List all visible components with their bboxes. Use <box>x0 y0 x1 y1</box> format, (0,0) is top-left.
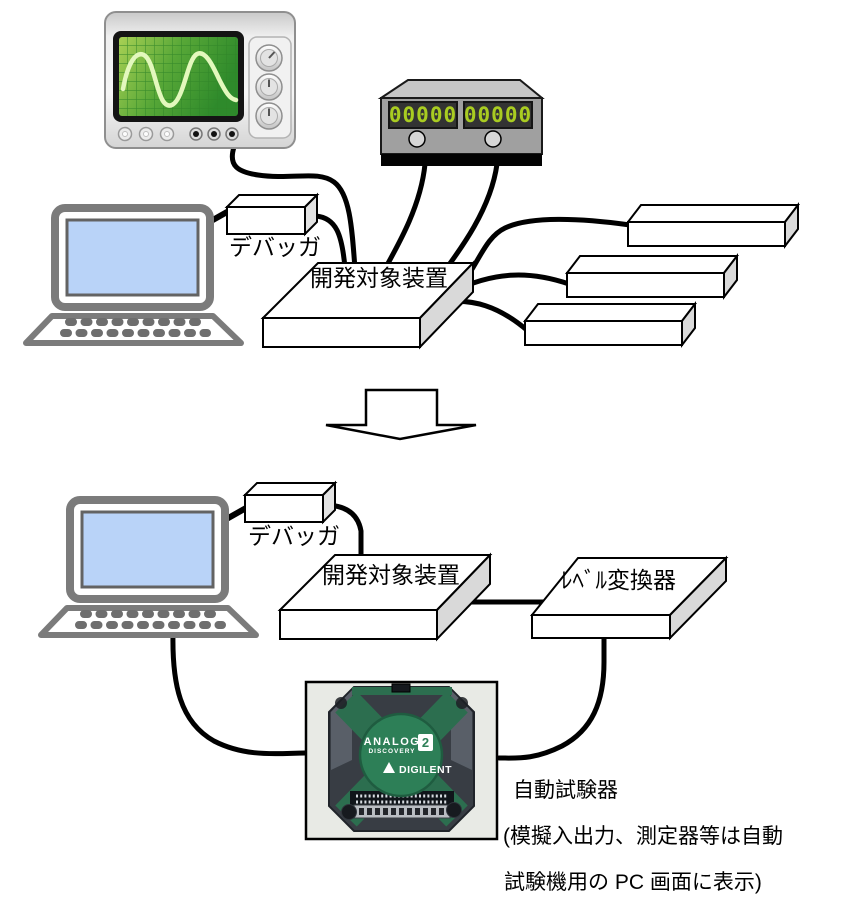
label-target-device-after: 開発対象装置 <box>322 562 460 588</box>
meter-button-left <box>408 130 426 148</box>
cable-level-to-tester <box>496 636 607 761</box>
cable-debugger-to-target <box>313 213 348 271</box>
cable-target-to-io1 <box>458 216 633 287</box>
label-debugger-after: デバッガ <box>248 523 340 549</box>
caption-tester-line3: 試験機用の PC 画面に表示) <box>504 871 762 894</box>
caption-tester-line2: (模擬入出力、測定器等は自動 <box>503 825 783 848</box>
scope-buttons <box>117 126 239 142</box>
label-level-converter: ﾚﾍﾞﾙ変換器 <box>561 567 676 593</box>
sine-wave-trace <box>120 51 239 108</box>
debugger-box-before <box>226 194 318 235</box>
laptop-illustration-before <box>26 208 241 343</box>
scope-knobs <box>255 44 283 130</box>
analog-discovery-photo: ANALOG DISCOVERY 2 DIGILENT <box>304 680 499 841</box>
meter-display-right: 00000 <box>464 103 532 127</box>
measuring-instrument-illustration: 00000 00000 <box>377 79 545 166</box>
io-box-2 <box>566 255 738 298</box>
ad2-brand-number: 2 <box>422 735 429 750</box>
oscilloscope-illustration <box>104 11 296 149</box>
cable-laptop-to-tester <box>170 630 308 757</box>
level-converter-box <box>529 555 729 641</box>
ad2-brand-analog: ANALOG <box>364 736 421 748</box>
ad2-brand-company: DIGILENT <box>399 764 452 776</box>
digilent-triangle-icon <box>383 762 395 773</box>
io-box-3 <box>524 303 696 346</box>
meter-display-left: 00000 <box>389 103 457 127</box>
label-target-device-before: 開発対象装置 <box>310 265 448 291</box>
ad2-screw-right <box>446 802 462 818</box>
laptop-illustration-after <box>41 500 256 635</box>
meter-button-right <box>484 130 502 148</box>
ad2-brand-discovery: DISCOVERY <box>368 748 415 755</box>
down-arrow <box>325 388 477 441</box>
cables-after <box>170 502 607 761</box>
caption-tester-title: 自動試験器 <box>513 779 618 802</box>
cable-meter-left-to-target <box>378 161 428 279</box>
cable-scope-to-target <box>229 144 358 272</box>
label-debugger-before: デバッガ <box>229 234 321 260</box>
ad2-screw-left <box>341 804 357 820</box>
debugger-box-after <box>244 482 336 523</box>
io-box-1 <box>627 204 799 247</box>
ad2-center-badge <box>358 712 444 798</box>
